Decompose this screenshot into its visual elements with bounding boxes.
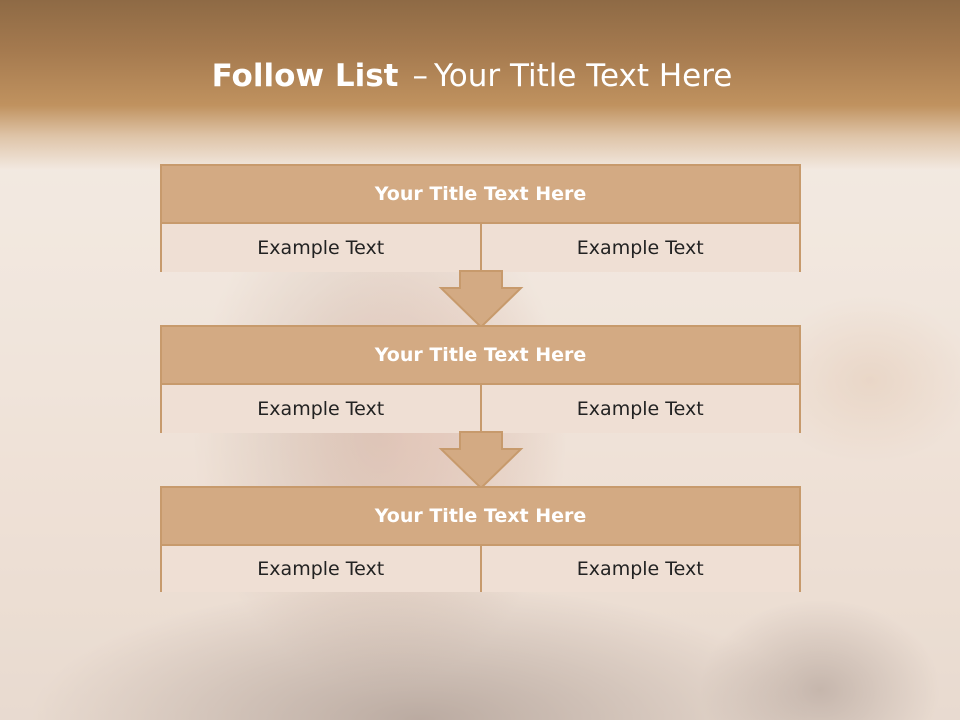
down-arrow-icon — [438, 270, 524, 329]
step-2-left-text: Example Text — [162, 385, 480, 433]
title-separator: – — [412, 58, 428, 94]
step-1-left-text: Example Text — [162, 224, 480, 272]
step-1-right-text: Example Text — [479, 224, 799, 272]
step-title-2: Your Title Text Here — [162, 327, 799, 385]
slide-title: Follow List–Your Title Text Here — [0, 54, 944, 98]
step-title-1: Your Title Text Here — [162, 166, 799, 224]
step-box-2: Your Title Text Here Example Text Exampl… — [160, 325, 801, 433]
down-arrow-icon — [438, 431, 524, 490]
step-box-1: Your Title Text Here Example Text Exampl… — [160, 164, 801, 272]
step-3-left-text: Example Text — [162, 546, 480, 592]
step-3-right-text: Example Text — [479, 546, 799, 592]
step-title-3: Your Title Text Here — [162, 488, 799, 546]
step-box-3: Your Title Text Here Example Text Exampl… — [160, 486, 801, 592]
step-2-right-text: Example Text — [479, 385, 799, 433]
title-band — [0, 0, 960, 170]
title-sub: Your Title Text Here — [433, 58, 733, 94]
title-main: Follow List — [211, 58, 399, 94]
